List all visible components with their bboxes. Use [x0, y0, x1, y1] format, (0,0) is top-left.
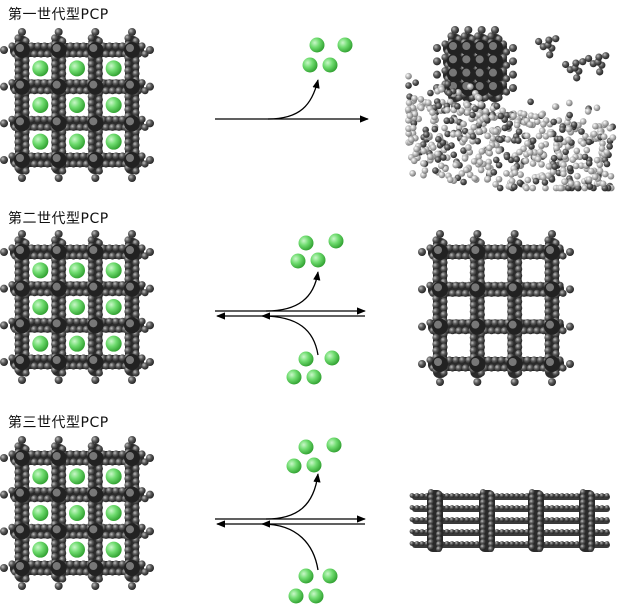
reversible-arrows-2 — [215, 271, 366, 356]
row3-label: 第三世代型PCP — [8, 415, 109, 431]
guest-molecules-out-3 — [286, 437, 342, 474]
reversible-arrows-3 — [215, 473, 366, 571]
empty-rigid-framework — [418, 230, 574, 386]
row2-generation2 — [0, 230, 574, 386]
row1-label: 第一世代型PCP — [8, 7, 109, 23]
framework-with-guests-1 — [0, 28, 154, 182]
guest-molecules-out-1 — [302, 37, 353, 73]
guest-molecules-in-2 — [286, 350, 340, 385]
guest-molecules-in-3 — [288, 568, 338, 604]
shrunk-flexible-framework — [409, 489, 610, 552]
row1-generation1 — [0, 26, 617, 192]
framework-with-guests-2 — [0, 230, 154, 384]
collapsed-framework — [404, 26, 617, 192]
framework-with-guests-3 — [0, 436, 154, 590]
row2-label: 第二世代型PCP — [8, 211, 109, 227]
irreversible-arrow — [215, 79, 369, 123]
row3-generation3 — [0, 436, 610, 604]
guest-molecules-out-2 — [290, 233, 344, 269]
